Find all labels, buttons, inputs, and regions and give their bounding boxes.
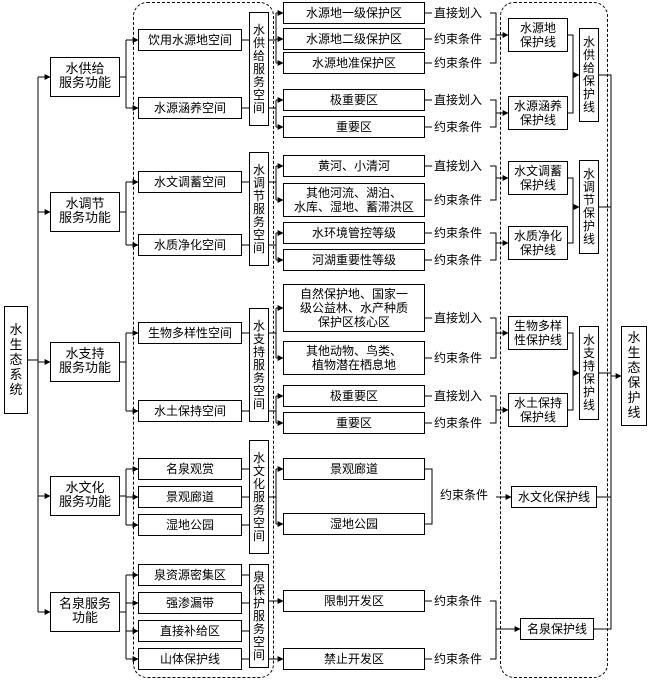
connector-arrow: [568, 34, 580, 78]
relation-constraint: 约束条件: [434, 120, 483, 134]
function-water-support: 水支持 服务功能: [50, 342, 120, 382]
zone-source-level2: 水源地二级保护区: [283, 28, 425, 50]
protection-line-soil-conservation: 水土保持 保护线: [508, 393, 568, 427]
function-line-water-supply: 水供给保护线: [579, 28, 599, 122]
relation-constraint: 约束条件: [440, 488, 489, 502]
relation-constraint: 约束条件: [434, 32, 483, 46]
relation-direct: 直接划入: [434, 159, 483, 173]
subspace-mountain-protection-line: 山体保护线: [138, 648, 242, 670]
relation-direct: 直接划入: [434, 311, 483, 325]
service-space-water-regulation: 水调节服务空间: [249, 152, 269, 266]
subspace-wetland-park: 湿地公园: [138, 514, 242, 536]
protection-line-water-purification: 水质净化 保护线: [508, 226, 568, 260]
connector-arrow: [490, 99, 509, 116]
connector-arrow: [490, 165, 509, 181]
connector-line: [594, 74, 612, 630]
root-water-ecosystem: 水生态系统: [4, 306, 28, 414]
function-line-water-support: 水支持保护线: [579, 326, 599, 420]
service-space-water-support: 水支持服务空间: [249, 308, 269, 422]
connector-arrow: [490, 232, 509, 246]
protection-line-water-source: 水源地 保护线: [508, 18, 568, 52]
connector-line: [490, 178, 497, 201]
result-water-ecology-protection-line: 水生态保护线: [621, 326, 647, 426]
connector-line: [490, 333, 497, 359]
connector-line: [568, 207, 574, 244]
zone-source-level1: 水源地一级保护区: [283, 2, 425, 24]
function-water-culture: 水文化 服务功能: [50, 476, 120, 516]
zone-other-waters: 其他河流、湖泊、 水库、湿地、蓄滞洪区: [283, 183, 425, 217]
zone-conservation-critical: 极重要区: [283, 89, 425, 111]
relation-constraint: 约束条件: [434, 253, 483, 267]
relation-constraint: 约束条件: [434, 652, 483, 666]
subspace-spring-dense-area: 泉资源密集区: [138, 564, 242, 586]
function-line-water-regulation: 水调节保护线: [579, 160, 599, 254]
protection-line-flood-storage: 水文调蓄 保护线: [508, 161, 568, 195]
zone-conservation-important: 重要区: [283, 116, 425, 138]
zone-source-quasi: 水源地准保护区: [283, 52, 425, 74]
zone-wetland-park: 湿地公园: [283, 513, 425, 535]
subspace-direct-recharge-area: 直接补给区: [138, 620, 242, 642]
zone-soil-important: 重要区: [283, 412, 425, 434]
subspace-drinking-water-source: 饮用水源地空间: [138, 29, 242, 51]
connector-line: [568, 373, 574, 411]
zone-nature-reserve-core: 自然保护地、国家一 级公益林、水产种质 保护区核心区: [283, 284, 425, 332]
function-water-supply: 水供给 服务功能: [50, 57, 120, 97]
subspace-flood-storage: 水文调蓄空间: [138, 171, 242, 193]
relation-constraint: 约束条件: [434, 416, 483, 430]
zone-river-lake-importance: 河湖重要性等级: [283, 249, 425, 271]
service-space-group-frame: [133, 2, 274, 678]
protection-line-biodiversity: 生物多样 性保护线: [508, 316, 568, 350]
zone-prohibited-development: 禁止开发区: [283, 648, 425, 670]
relation-direct: 直接划入: [434, 6, 483, 20]
protection-line-water-conservation: 水源涵养 保护线: [508, 96, 568, 130]
subspace-strong-leakage-zone: 强渗漏带: [138, 592, 242, 614]
connector-line: [490, 629, 497, 660]
subspace-water-conservation: 水源涵养空间: [138, 97, 242, 119]
protection-line-group-frame: [500, 2, 608, 678]
connector-arrow: [490, 317, 509, 336]
connector-line: [425, 468, 433, 525]
protection-line-famous-spring: 名泉保护线: [520, 618, 594, 640]
subspace-famous-spring-viewing: 名泉观赏: [138, 458, 242, 480]
connector-line: [568, 75, 574, 114]
subspace-landscape-corridor: 景观廊道: [138, 486, 242, 508]
connector-arrow: [490, 12, 509, 38]
connector-arrow: [568, 332, 580, 376]
function-spring-service: 名泉服务 功能: [50, 592, 120, 632]
connector-line: [490, 410, 497, 424]
service-space-spring-protection: 泉保护服务空间: [249, 564, 269, 668]
zone-water-environment-control: 水环境管控等级: [283, 222, 425, 244]
connector-arrow: [490, 600, 521, 632]
connector-line: [490, 113, 497, 128]
relation-direct: 直接划入: [434, 389, 483, 403]
relation-constraint: 约束条件: [434, 351, 483, 365]
function-water-regulation: 水调节 服务功能: [50, 192, 120, 232]
subspace-water-purification: 水质净化空间: [138, 234, 242, 256]
connector-arrow: [490, 395, 509, 413]
subspace-soil-conservation: 水土保持空间: [138, 400, 242, 422]
connector-line: [490, 243, 497, 261]
service-space-water-supply: 水供给服务空间: [249, 12, 269, 126]
relation-constraint: 约束条件: [434, 56, 483, 70]
protection-line-water-culture: 水文化保护线: [511, 486, 597, 508]
relation-constraint: 约束条件: [434, 226, 483, 240]
connector-line: [490, 35, 497, 64]
subspace-biodiversity: 生物多样性空间: [138, 322, 242, 344]
relation-constraint: 约束条件: [434, 594, 483, 608]
relation-direct: 直接划入: [434, 93, 483, 107]
connector-arrow: [568, 177, 580, 210]
zone-habitats: 其他动物、鸟类、 植物潜在栖息地: [283, 341, 425, 375]
zone-landscape-corridor: 景观廊道: [283, 458, 425, 480]
relation-constraint: 约束条件: [434, 193, 483, 207]
zone-yellow-xiaoqing-river: 黄河、小清河: [283, 155, 425, 177]
service-space-water-culture: 水文化服务空间: [249, 440, 269, 554]
zone-soil-critical: 极重要区: [283, 385, 425, 407]
zone-restricted-development: 限制开发区: [283, 590, 425, 612]
